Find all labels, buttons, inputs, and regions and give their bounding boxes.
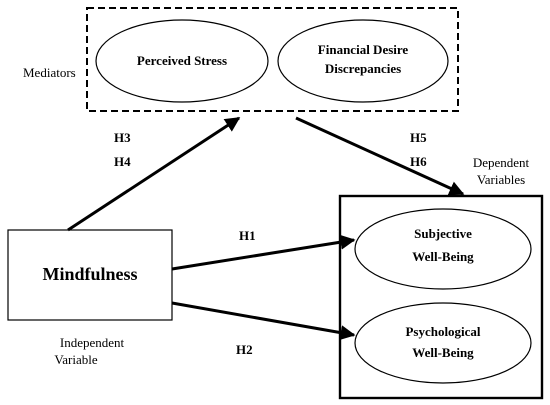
subjective-label-line1: Subjective <box>414 226 472 241</box>
arrow-h2-mindfulness-to-psychological <box>171 301 356 341</box>
perceived-stress-label: Perceived Stress <box>137 53 227 68</box>
financial-desire-label-line1: Financial Desire <box>318 42 409 57</box>
mediators-label: Mediators <box>23 65 76 80</box>
perceived-stress-node <box>95 19 269 103</box>
mindfulness-node <box>7 229 173 321</box>
arrow-mediators-to-dependent <box>295 116 465 196</box>
subjective-label-line2: Well-Being <box>412 249 474 264</box>
psychological-label-line2: Well-Being <box>412 345 474 360</box>
dependent-caption-line2: Variables <box>477 172 525 187</box>
psychological-well-being-node <box>354 302 532 384</box>
financial-desire-label-line2: Discrepancies <box>325 61 401 76</box>
hypothesis-h3-label: H3 <box>114 130 131 145</box>
hypothesis-h2-label: H2 <box>236 342 253 357</box>
arrow-mindfulness-to-mediators <box>67 116 241 232</box>
hypothesis-h4-label: H4 <box>114 154 131 169</box>
mindfulness-label: Mindfulness <box>42 264 137 284</box>
hypothesis-h5-label: H5 <box>410 130 427 145</box>
hypothesis-h1-label: H1 <box>239 228 256 243</box>
independent-caption-line1: Independent <box>60 335 125 350</box>
mediators-box <box>86 7 459 112</box>
arrow-h1-mindfulness-to-subjective <box>171 234 356 271</box>
hypothesis-h6-label: H6 <box>410 154 427 169</box>
financial-desire-discrepancies-node <box>277 19 449 103</box>
psychological-label-line1: Psychological <box>405 324 480 339</box>
independent-caption-line2: Variable <box>54 352 98 367</box>
dependent-variables-box <box>338 194 544 400</box>
dependent-caption-line1: Dependent <box>473 155 530 170</box>
